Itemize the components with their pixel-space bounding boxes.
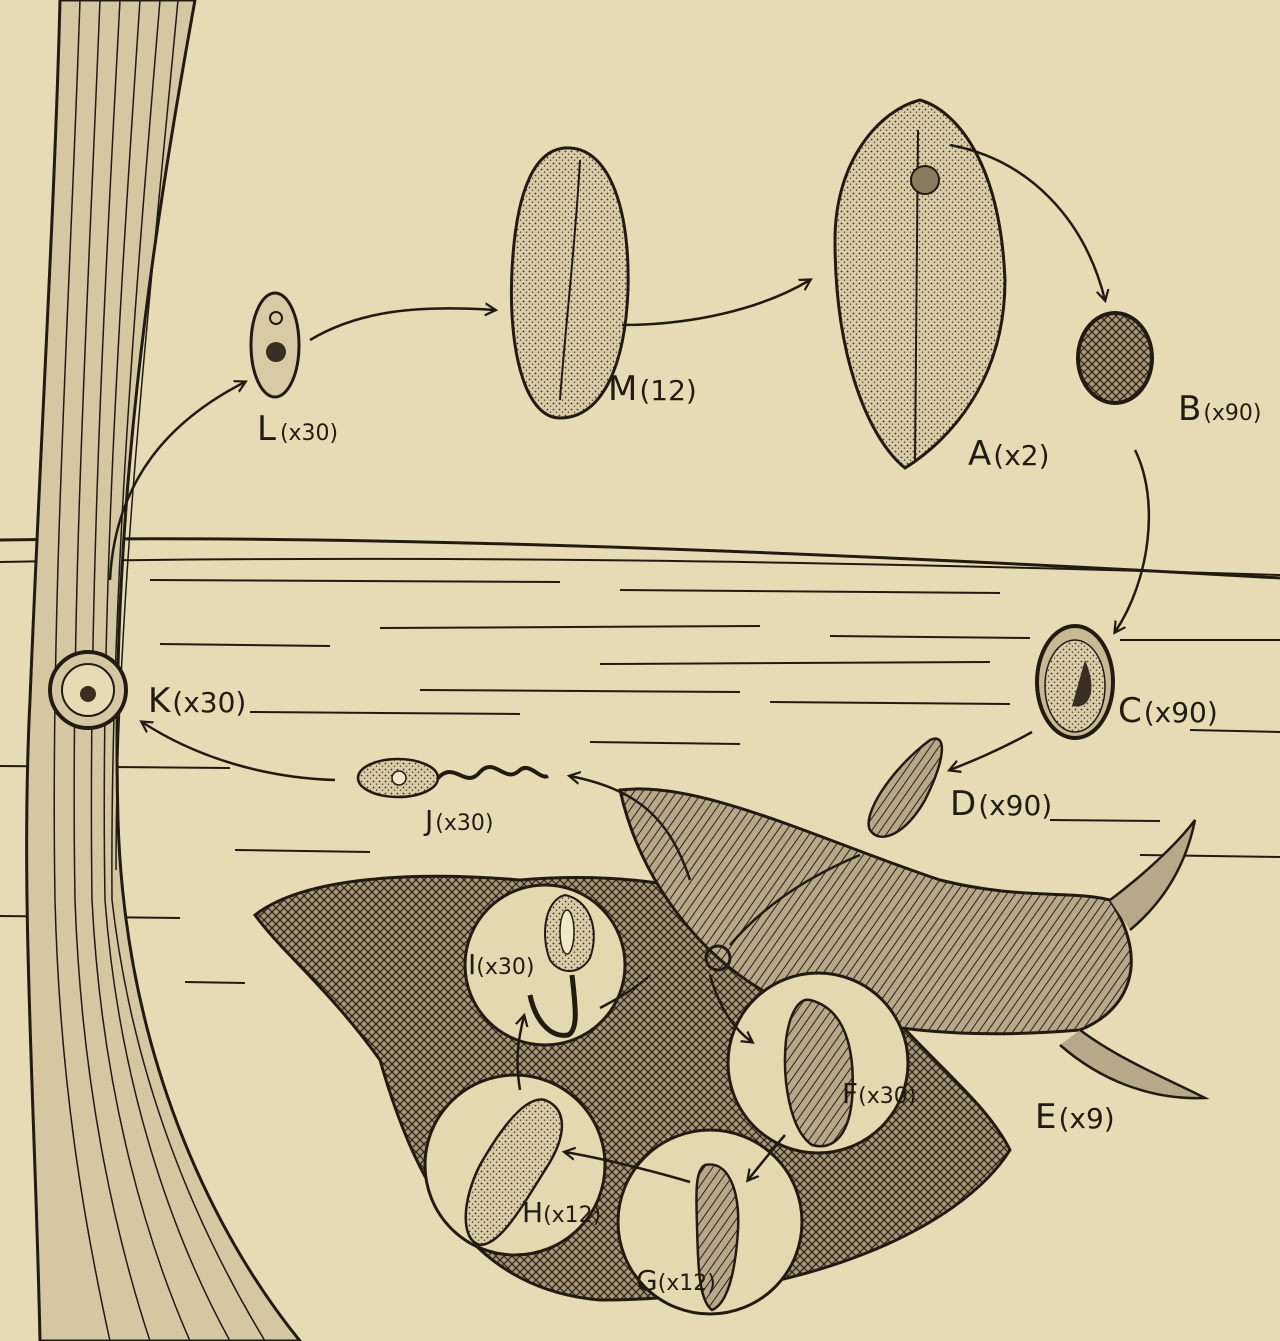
stage-l-young-fluke	[249, 291, 301, 399]
label-j: J(x30)	[423, 804, 493, 837]
label-i: I(x30)	[468, 948, 534, 981]
label-d: D(x90)	[950, 784, 1052, 824]
stage-m-immature-fluke	[509, 146, 630, 420]
label-g: G(x12)	[636, 1264, 716, 1297]
label-m: M(12)	[608, 369, 697, 409]
stage-c-egg	[1035, 624, 1115, 740]
label-e: E(x9)	[1035, 1097, 1115, 1137]
label-b: B(x90)	[1178, 389, 1262, 429]
label-c: C(x90)	[1118, 691, 1218, 731]
label-h: H(x12)	[522, 1196, 601, 1229]
stage-labels: A(x2) B(x90) C(x90) D(x90) E(x9) F(x30) …	[148, 369, 1262, 1297]
inset-circle-i	[463, 883, 627, 1047]
label-l: L(x30)	[257, 409, 338, 449]
label-a: A(x2)	[968, 434, 1050, 474]
stage-d-miracidium	[867, 737, 944, 838]
cycle-arrows	[108, 143, 1151, 1184]
inset-circle-h	[423, 1073, 607, 1257]
grass-stem	[25, 0, 302, 1341]
stage-a-adult-fluke	[833, 98, 1007, 470]
stage-j-cercaria	[356, 757, 549, 799]
label-k: K(x30)	[148, 681, 246, 721]
inset-circle-f	[726, 971, 910, 1155]
stage-k-cyst	[48, 650, 128, 730]
stage-b-egg	[1076, 311, 1154, 405]
label-f: F(x30)	[842, 1077, 916, 1110]
